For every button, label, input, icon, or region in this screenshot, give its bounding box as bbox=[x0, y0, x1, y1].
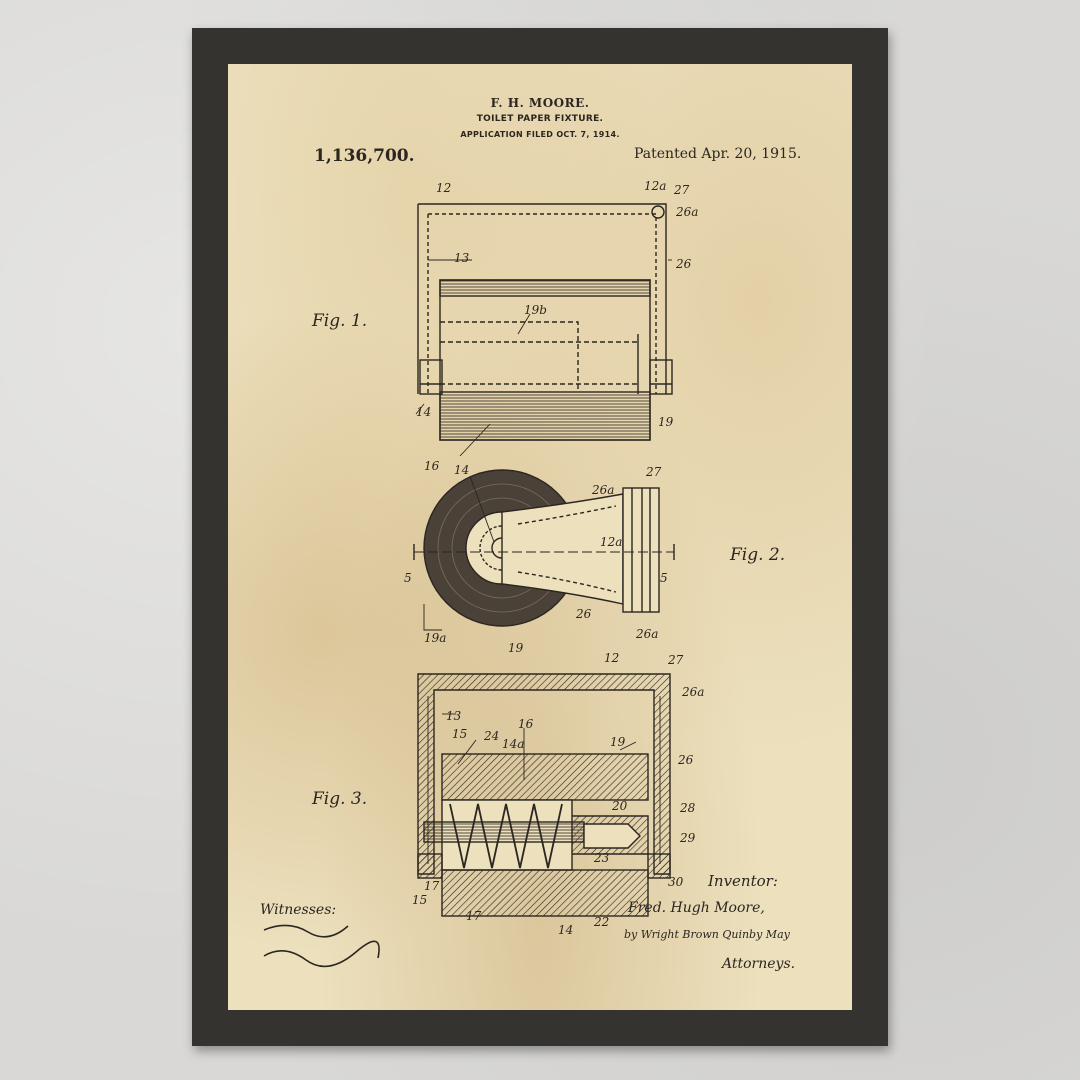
ref-numeral: 30 bbox=[668, 875, 684, 889]
ref-numeral: 26 bbox=[675, 257, 692, 271]
ref-numeral: 13 bbox=[454, 251, 470, 265]
fig-2-label: Fig. 2. bbox=[729, 545, 785, 565]
ref-numeral: 17 bbox=[424, 879, 440, 893]
ref-numeral: 26 bbox=[677, 753, 694, 767]
witness-signature-2 bbox=[263, 940, 380, 968]
ref-numeral: 26a bbox=[635, 627, 658, 641]
ref-numeral: 16 bbox=[518, 717, 534, 731]
attorneys-label: Attorneys. bbox=[720, 956, 795, 972]
ref-numeral: 5 bbox=[660, 571, 668, 585]
inventor-label: Inventor: bbox=[707, 872, 778, 890]
application-filed-date: APPLICATION FILED OCT. 7, 1914. bbox=[460, 130, 620, 139]
ref-numeral: 12a bbox=[600, 535, 622, 549]
ref-numeral: 13 bbox=[446, 709, 462, 723]
ref-numeral: 16 bbox=[424, 459, 440, 473]
ref-numeral: 14 bbox=[558, 923, 573, 937]
patent-inventor-heading: F. H. MOORE. bbox=[490, 96, 590, 110]
patent-number: 1,136,700. bbox=[314, 146, 415, 166]
ref-numeral: 12a bbox=[644, 179, 666, 193]
ref-numeral: 26a bbox=[591, 483, 614, 497]
fig-3-label: Fig. 3. bbox=[311, 789, 367, 809]
ref-numeral: 12 bbox=[436, 181, 451, 195]
ref-numeral: 19 bbox=[508, 641, 524, 655]
figure-2-drawing bbox=[413, 469, 675, 631]
patent-drawing: Fig. 1. Fig. 2. Fig. 3. 12 12a 27 26a 13… bbox=[260, 179, 795, 972]
witness-signature-1 bbox=[263, 924, 349, 938]
ref-numeral: 19b bbox=[524, 303, 547, 317]
ref-numeral: 26a bbox=[675, 205, 698, 219]
inventor-signature-name: Fred. Hugh Moore, bbox=[627, 900, 765, 916]
ref-numeral: 19a bbox=[424, 631, 446, 645]
ref-numeral: 20 bbox=[611, 799, 628, 813]
ref-numeral: 24 bbox=[483, 729, 499, 743]
ref-numeral: 23 bbox=[593, 851, 610, 865]
patent-print: F. H. MOORE. TOILET PAPER FIXTURE. APPLI… bbox=[228, 64, 852, 1010]
ref-numeral: 22 bbox=[593, 915, 609, 929]
ref-numeral: 26 bbox=[575, 607, 592, 621]
ref-numeral: 19 bbox=[658, 415, 674, 429]
patent-title: TOILET PAPER FIXTURE. bbox=[476, 114, 604, 124]
ref-numeral: 29 bbox=[679, 831, 696, 845]
ref-numeral: 27 bbox=[673, 183, 690, 197]
ref-numeral: 12 bbox=[604, 651, 619, 665]
ref-numeral: 28 bbox=[679, 801, 696, 815]
ref-numeral: 14 bbox=[454, 463, 469, 477]
fig-1-label: Fig. 1. bbox=[311, 311, 367, 331]
ref-numeral: 19 bbox=[610, 735, 626, 749]
ref-numeral: 17 bbox=[466, 909, 482, 923]
ref-numeral: 14 bbox=[416, 405, 431, 419]
figure-3-drawing bbox=[417, 673, 671, 917]
attorney-by-line: by Wright Brown Quinby May bbox=[624, 928, 791, 941]
ref-numeral: 27 bbox=[667, 653, 684, 667]
ref-numeral: 15 bbox=[412, 893, 427, 907]
ref-numeral: 14a bbox=[502, 737, 524, 751]
ref-numeral: 15 bbox=[452, 727, 467, 741]
ref-numeral: 26a bbox=[681, 685, 704, 699]
witnesses-label: Witnesses: bbox=[260, 902, 336, 918]
ref-numeral: 27 bbox=[645, 465, 662, 479]
ref-numeral: 5 bbox=[404, 571, 412, 585]
patented-date: Patented Apr. 20, 1915. bbox=[634, 146, 802, 162]
figure-1-drawing bbox=[415, 203, 673, 457]
